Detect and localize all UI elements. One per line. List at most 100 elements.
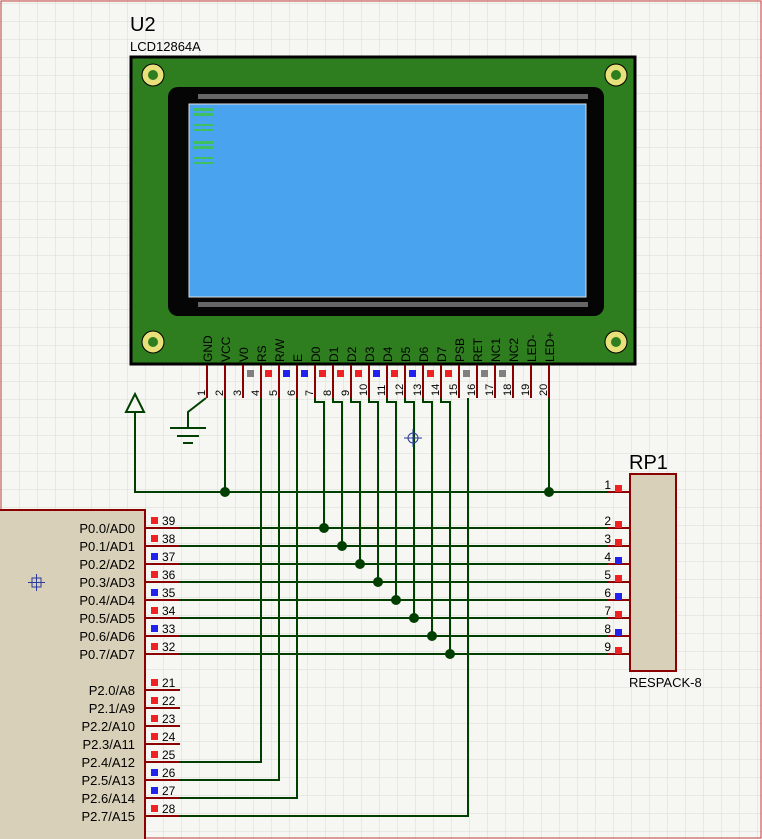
lcd-pin[interactable]: D4 11 bbox=[376, 346, 398, 398]
lcd-pin-name: D6 bbox=[417, 346, 431, 362]
rp-pin[interactable]: 2 bbox=[604, 514, 630, 529]
lcd-pin[interactable]: LED+20 bbox=[538, 332, 557, 398]
lcd-pin-name: D2 bbox=[345, 346, 359, 362]
pin-state-indicator bbox=[391, 370, 398, 377]
rp-pin[interactable]: 5 bbox=[604, 568, 630, 583]
mcu-pin-number: 33 bbox=[162, 622, 176, 636]
lcd-pin[interactable]: RS4 bbox=[250, 345, 272, 398]
pin-state-indicator bbox=[151, 805, 158, 812]
mcu-body bbox=[0, 509, 146, 839]
lcd-pin-name: RET bbox=[471, 337, 485, 362]
lcd-pin[interactable]: R/W5 bbox=[268, 338, 290, 398]
pin-state-indicator bbox=[355, 370, 362, 377]
lcd-pin[interactable]: V03 bbox=[232, 347, 254, 398]
rp-pin[interactable]: 6 bbox=[604, 586, 630, 601]
mcu-pin-name: P2.1/A9 bbox=[89, 701, 135, 716]
rp-pin[interactable]: 1 bbox=[604, 478, 630, 493]
rp-pin-number: 6 bbox=[604, 586, 611, 600]
lcd-pin-number: 12 bbox=[394, 384, 406, 396]
rp-pin[interactable]: 3 bbox=[604, 532, 630, 547]
lcd-pin-number: 1 bbox=[196, 390, 208, 396]
lcd-pin[interactable]: E6 bbox=[286, 354, 308, 398]
mounting-hole bbox=[141, 63, 165, 87]
rp-pin[interactable]: 4 bbox=[604, 550, 630, 565]
lcd-pin[interactable]: D29 bbox=[340, 346, 362, 398]
lcd-pin-number: 6 bbox=[286, 390, 298, 396]
mcu-pin-name: P2.0/A8 bbox=[89, 683, 135, 698]
lcd-part-label: LCD12864A bbox=[130, 39, 201, 54]
pin-state-indicator bbox=[301, 370, 308, 377]
rp-pin[interactable]: 7 bbox=[604, 604, 630, 619]
rp-pin-number: 5 bbox=[604, 568, 611, 582]
mcu-pin-number: 34 bbox=[162, 604, 176, 618]
power-symbol[interactable] bbox=[124, 391, 146, 413]
pin-state-indicator bbox=[373, 370, 380, 377]
bezel-bottom-bar bbox=[198, 302, 588, 307]
lcd-pin-number: 8 bbox=[322, 390, 334, 396]
lcd-pin-number: 14 bbox=[430, 384, 442, 396]
pin-state-indicator bbox=[151, 625, 158, 632]
pin-state-indicator bbox=[151, 679, 158, 686]
mcu-pin-number: 27 bbox=[162, 784, 176, 798]
mcu-pin-number: 25 bbox=[162, 748, 176, 762]
lcd-pin[interactable]: D1 8 bbox=[322, 346, 344, 398]
rp-ref-label: RP1 bbox=[629, 452, 668, 474]
lcd-pin-name: D1 bbox=[327, 346, 341, 362]
lcd-pin-number: 17 bbox=[484, 384, 496, 396]
lcd-pixel-artifacts bbox=[193, 108, 213, 164]
mcu-pin-name: P0.7/AD7 bbox=[79, 647, 135, 662]
pin-state-indicator bbox=[151, 751, 158, 758]
crosshair-icon bbox=[404, 429, 422, 447]
pin-state-indicator bbox=[615, 647, 622, 654]
pin-state-indicator bbox=[247, 370, 254, 377]
ground-symbol[interactable] bbox=[170, 427, 206, 444]
mcu-pin-name: P2.5/A13 bbox=[82, 773, 136, 788]
lcd-pin-name: LED+ bbox=[543, 332, 557, 362]
bezel-top-bar bbox=[198, 94, 588, 99]
resistor-pack[interactable]: RP1 RESPACK-8 1 2 3 4 5 6 7 8 9 bbox=[604, 452, 701, 690]
rp-pin[interactable]: 8 bbox=[604, 622, 630, 637]
rp-part-label: RESPACK-8 bbox=[629, 675, 702, 690]
pin-state-indicator bbox=[427, 370, 434, 377]
mcu-pin-number: 37 bbox=[162, 550, 176, 564]
lcd-pin-name: D4 bbox=[381, 346, 395, 362]
rp-pin[interactable]: 9 bbox=[604, 640, 630, 655]
pin-state-indicator bbox=[615, 521, 622, 528]
lcd-pin-number: 11 bbox=[376, 385, 388, 396]
mcu-pin-number: 35 bbox=[162, 586, 176, 600]
lcd-pin-name: RS bbox=[255, 345, 269, 362]
lcd-module[interactable]: U2 LCD12864A GND1VCC2V03RS4R/W5E6D07D18D… bbox=[129, 14, 637, 398]
lcd-pin[interactable]: LED-19 bbox=[520, 335, 539, 398]
lcd-pin[interactable]: D07 bbox=[304, 346, 326, 398]
pin-state-indicator bbox=[151, 697, 158, 704]
